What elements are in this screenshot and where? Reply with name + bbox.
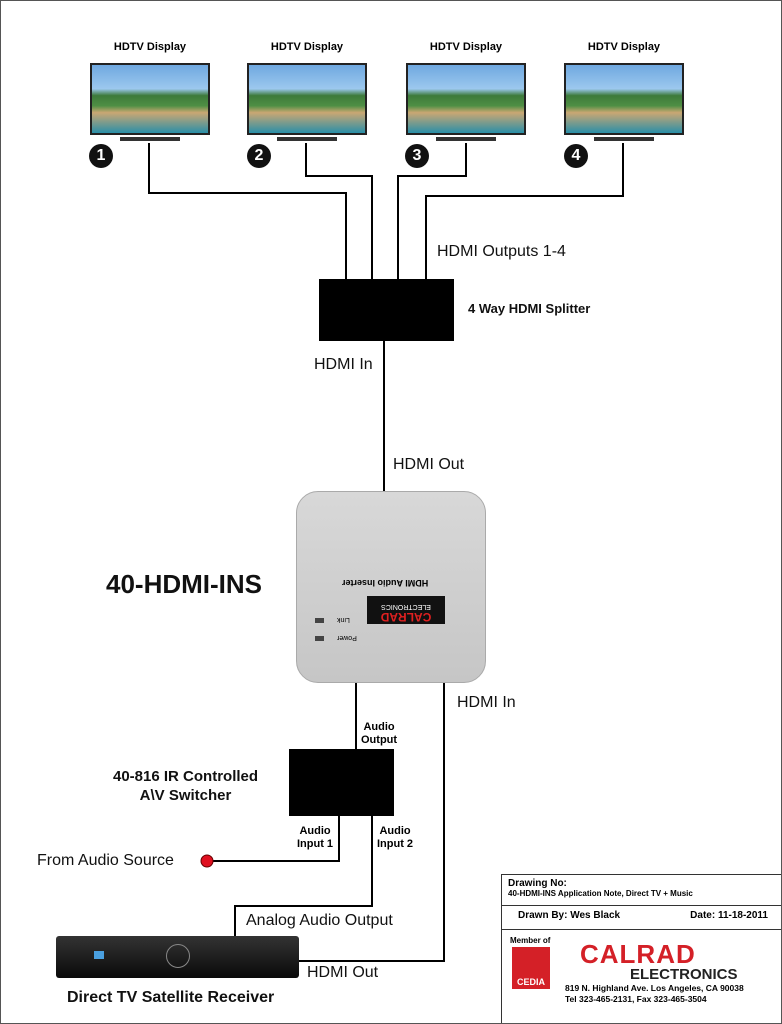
hdmi-outputs-label: HDMI Outputs 1-4 (437, 243, 566, 260)
audio-source-label: From Audio Source (37, 852, 174, 869)
display-label: HDTV Display (429, 41, 503, 53)
link-led (315, 618, 324, 623)
calrad-logo: CALRAD (580, 939, 696, 969)
cedia-logo: CEDIA (512, 947, 550, 989)
drawing-no-label: Drawing No: (508, 878, 567, 889)
number-badge-4: 4 (564, 144, 588, 168)
calrad-badge: CALRAD ELECTRONICS (367, 596, 445, 624)
cable-audio-input-1 (208, 816, 340, 862)
inserter-model: 40-HDMI-INS (106, 569, 263, 599)
drawing-no: 40-HDMI-INS Application Note, Direct TV … (508, 889, 693, 898)
power-led-label: Power (337, 634, 357, 641)
drawn-by: Drawn By: Wes Black (518, 910, 621, 921)
inserter-hdmi-in-label: HDMI In (457, 694, 516, 711)
display-label: HDTV Display (270, 41, 344, 53)
screen (406, 63, 526, 135)
screen (564, 63, 684, 135)
av-switcher (289, 749, 394, 816)
splitter-name: 4 Way HDMI Splitter (468, 301, 591, 316)
address: 819 N. Highland Ave. Los Angeles, CA 900… (565, 983, 744, 993)
inserter-hdmi-out-label: HDMI Out (393, 456, 465, 473)
receiver-logo (94, 951, 104, 959)
hdtv-display-4: HDTV Display (564, 41, 684, 141)
drawing-date: Date: 11-18-2011 (690, 910, 768, 921)
calrad-logo-sub: ELECTRONICS (630, 966, 738, 983)
cable-display-1 (148, 143, 347, 279)
cable-display-2 (305, 143, 373, 279)
receiver-hdmi-out-label: HDMI Out (307, 964, 379, 981)
cable-receiver-hdmi (299, 681, 445, 962)
member-of-label: Member of (510, 936, 551, 945)
analog-audio-output-label: Analog Audio Output (246, 912, 393, 929)
hdtv-display-2: HDTV Display (247, 41, 367, 141)
number-badge-1: 1 (89, 144, 113, 168)
audio-source-dot (200, 854, 214, 868)
screen (90, 63, 210, 135)
hdmi-splitter (319, 279, 454, 341)
screen (247, 63, 367, 135)
number-badge-3: 3 (405, 144, 429, 168)
link-led-label: Link (337, 616, 350, 623)
splitter-hdmi-in-label: HDMI In (314, 356, 373, 373)
receiver-name: Direct TV Satellite Receiver (67, 989, 275, 1006)
hdtv-display-1: HDTV Display (90, 41, 210, 141)
receiver-dpad (166, 944, 190, 968)
display-label: HDTV Display (113, 41, 187, 53)
power-led (315, 636, 324, 641)
hdtv-display-3: HDTV Display (406, 41, 526, 141)
satellite-receiver (56, 936, 299, 978)
cable-audio-input-2 (234, 816, 373, 936)
hdmi-audio-inserter: HDMI Audio Inserter CALRAD ELECTRONICS L… (296, 491, 486, 683)
number-badge-2: 2 (247, 144, 271, 168)
cable-display-3 (397, 143, 467, 279)
display-label: HDTV Display (587, 41, 661, 53)
inserter-face-text: HDMI Audio Inserter (342, 578, 429, 588)
phone: Tel 323-465-2131, Fax 323-465-3504 (565, 994, 707, 1004)
cable-display-4 (425, 143, 624, 279)
title-block: Drawing No: 40-HDMI-INS Application Note… (501, 874, 781, 1023)
